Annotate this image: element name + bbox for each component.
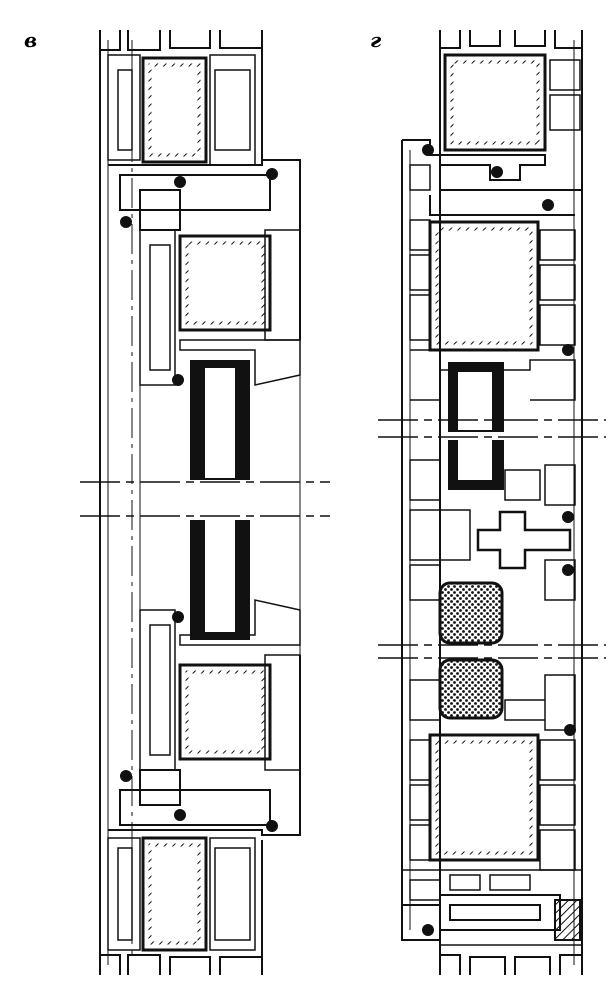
upper-steel-inner <box>435 227 533 345</box>
lower-bead <box>179 599 301 646</box>
cross-reinforcement <box>476 510 572 570</box>
seal-dot <box>266 168 278 180</box>
middle-transom <box>409 459 576 601</box>
glass-pane-gap <box>205 368 235 478</box>
top-frame-profile <box>439 30 583 49</box>
seal-dot <box>422 144 434 156</box>
lower-steel-inner <box>185 670 265 754</box>
glass-pane-gap <box>458 372 492 430</box>
lower-steel-reinforcement <box>428 733 540 862</box>
bottom-glass-unit <box>141 836 208 952</box>
upper-steel-inner <box>185 241 265 325</box>
upper-glazing-bead <box>410 349 576 401</box>
bottom-frame-chambers <box>107 837 256 951</box>
upper-steel-reinforcement <box>428 220 540 352</box>
top-glass-unit <box>141 56 208 164</box>
top-frame-chambers <box>549 59 581 131</box>
section-label-g: г <box>370 28 382 52</box>
seal-dot <box>562 564 574 576</box>
seal-dot <box>422 924 434 936</box>
upper-steel-reinforcement <box>178 234 272 332</box>
top-frame-profile <box>99 30 263 51</box>
seal-dot <box>120 770 132 782</box>
top-steel-reinforcement <box>443 53 547 152</box>
seal-dot <box>562 511 574 523</box>
seal-dot <box>564 724 576 736</box>
bottom-feet <box>439 954 583 975</box>
transom-chambers <box>409 164 431 341</box>
top-frame-chambers <box>107 54 256 166</box>
top-steel-inner <box>450 60 540 145</box>
upper-side-chambers <box>539 229 576 346</box>
lower-steel-inner <box>435 740 533 855</box>
seal-dot <box>174 809 186 821</box>
seal-dot <box>120 216 132 228</box>
section-label-v: в <box>24 28 38 52</box>
upper-bead <box>179 339 301 386</box>
glass-pane-gap <box>205 520 235 632</box>
upper-transom <box>108 159 301 340</box>
seal-dot <box>562 344 574 356</box>
bottom-glass-inner <box>148 843 201 945</box>
section-g-drawing <box>378 30 606 975</box>
seal-dot <box>172 374 184 386</box>
seal-dot <box>491 166 503 178</box>
glass-pane-gap <box>458 440 492 480</box>
lower-glass-pane <box>438 658 504 720</box>
seal-dot <box>542 199 554 211</box>
seal-dot <box>174 176 186 188</box>
seal-dot <box>266 820 278 832</box>
bottom-frame-profile <box>99 954 263 975</box>
top-glass-inner <box>148 63 201 157</box>
lower-glass-pane <box>438 581 504 645</box>
lower-side-chambers <box>409 739 576 871</box>
bottom-sill-insert <box>554 899 581 941</box>
lower-steel-reinforcement <box>178 663 272 761</box>
section-v-drawing <box>80 30 330 975</box>
